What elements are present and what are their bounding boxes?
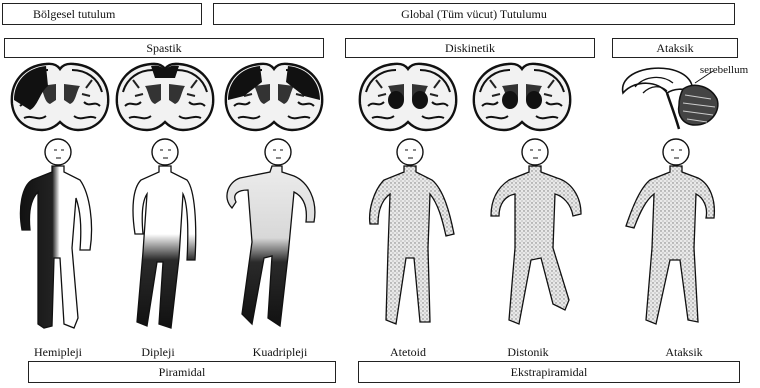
extrapyramidal-footer: Ekstrapiramidal [358,361,740,383]
figure-athetoid [370,139,454,324]
cerebellum-label: serebellum [700,65,748,76]
label-quadriplegia: Kuadripleji [253,346,308,358]
brain-slice-diplegia [117,64,213,130]
figure-ataxic [626,139,714,324]
label-hemiplegia: Hemipleji [34,346,82,358]
brain-slice-quadriplegia [226,64,322,130]
label-dystonic: Distonik [507,346,548,358]
figure-dystonic [491,139,581,324]
label-ataxic: Ataksik [665,346,702,358]
brain-sagittal-cerebellum [623,68,718,129]
figure-diplegia [133,139,196,328]
brain-slice-hemiplegia [12,64,108,130]
figure-quadriplegia [227,139,315,326]
pyramidal-footer: Piramidal [28,361,336,383]
brain-slice-dystonic [474,64,570,130]
brain-slice-athetoid [360,64,456,130]
label-athetoid: Atetoid [390,346,426,358]
figure-hemiplegia [20,139,91,328]
label-diplegia: Dipleji [141,346,174,358]
